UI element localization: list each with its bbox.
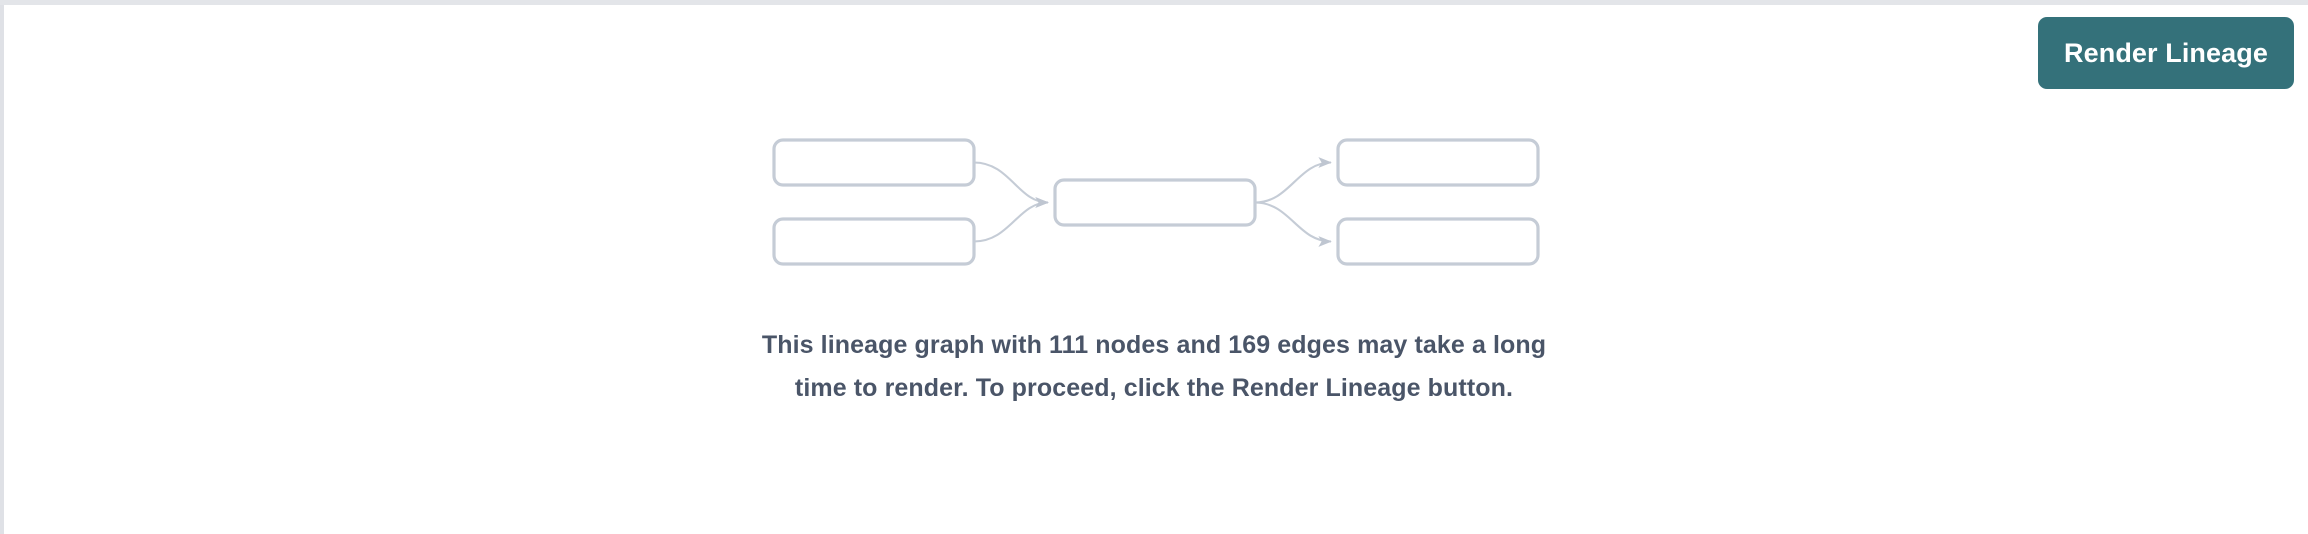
lineage-warning-message: This lineage graph with 111 nodes and 16… [761,331,1547,402]
left-divider [0,5,4,534]
graph-node-right-bottom [1336,217,1540,266]
edge-center-to-right-top [1254,157,1332,204]
graph-node-center [1053,178,1257,227]
placeholder-graph-svg [772,138,1540,266]
edge-left-bottom-to-center [973,197,1049,243]
edge-left-top-to-center [973,161,1049,208]
graph-node-right-top [1336,138,1540,187]
graph-node-left-bottom [772,217,976,266]
render-lineage-button[interactable]: Render Lineage [2038,17,2294,89]
graph-nodes [772,138,1540,266]
edge-center-to-right-bottom [1254,201,1332,247]
top-divider [0,0,2308,5]
graph-node-left-top [772,138,976,187]
graph-edges [973,157,1332,247]
